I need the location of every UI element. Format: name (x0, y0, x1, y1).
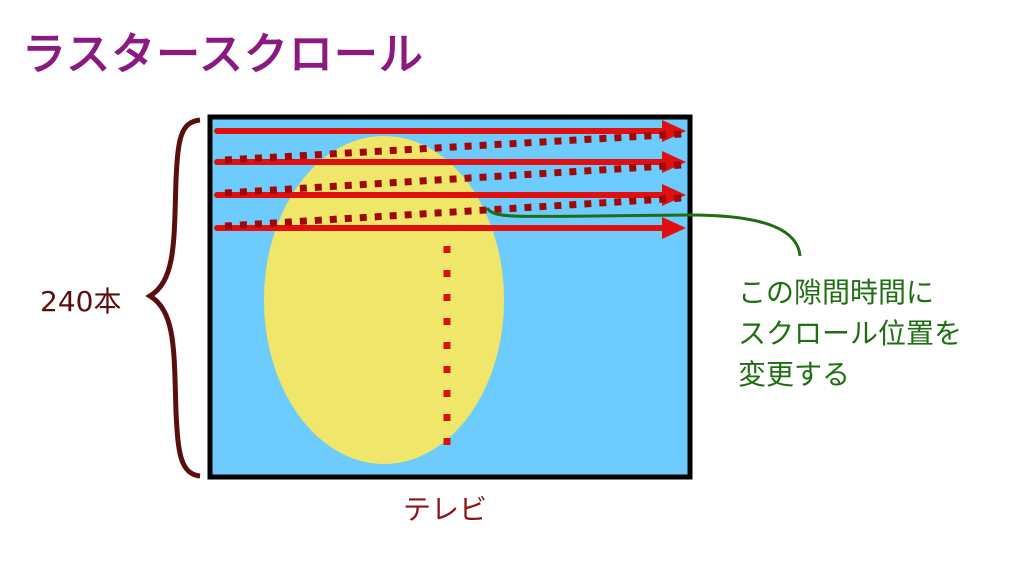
callout-line (485, 207, 802, 257)
line-count-label: 240本 (40, 285, 122, 318)
note-line-1: この隙間時間に (738, 276, 935, 309)
page-title: ラスタースクロール (22, 29, 424, 80)
note-line-3: 変更する (738, 358, 851, 391)
tv-label: テレビ (403, 493, 488, 526)
note-line-2: スクロール位置を (738, 317, 963, 350)
callout-note: この隙間時間に スクロール位置を 変更する (738, 272, 962, 395)
horizontal-retrace-dots (224, 130, 683, 230)
sprite-ellipse (264, 136, 504, 464)
brace-icon (145, 117, 201, 479)
